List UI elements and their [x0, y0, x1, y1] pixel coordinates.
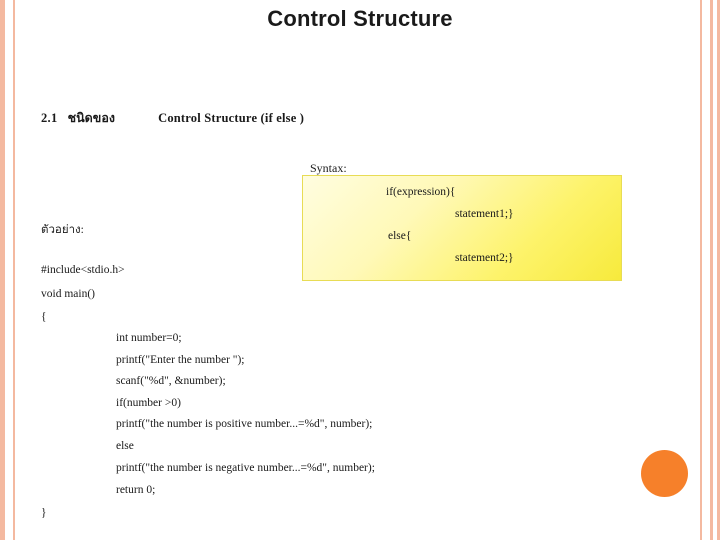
orange-circle-decoration: [641, 450, 688, 497]
code-line: printf("the number is positive number...…: [116, 418, 373, 430]
code-line: void main(): [41, 288, 95, 300]
syntax-box: if(expression){ statement1;} else{ state…: [302, 175, 622, 281]
section-heading-thai: ชนิดของ: [67, 111, 115, 125]
code-line: }: [41, 507, 47, 519]
page-border-left-inner: [13, 0, 15, 540]
section-heading-english: Control Structure (if else ): [158, 111, 305, 125]
page-border-right-inner: [700, 0, 702, 540]
syntax-label: Syntax:: [310, 161, 347, 175]
page-border-right-outer: [717, 0, 720, 540]
code-line: printf("the number is negative number...…: [116, 462, 375, 474]
syntax-line-statement2: statement2;}: [455, 252, 514, 264]
syntax-line-statement1: statement1;}: [455, 208, 514, 220]
code-line: if(number >0): [116, 397, 181, 409]
page-border-left-outer: [0, 0, 5, 540]
code-line: return 0;: [116, 484, 156, 496]
section-heading: 2.1 ชนิดของ Control Structure (if else ): [41, 108, 304, 128]
syntax-line-else: else{: [388, 230, 412, 242]
example-label: ตัวอย่าง:: [41, 224, 84, 236]
syntax-line-if: if(expression){: [386, 186, 456, 198]
code-line: int number=0;: [116, 332, 182, 344]
code-line: else: [116, 440, 134, 452]
code-line: {: [41, 311, 47, 323]
page-title: Control Structure: [267, 6, 453, 31]
code-line: scanf("%d", &number);: [116, 375, 226, 387]
code-line: printf("Enter the number ");: [116, 354, 245, 366]
page-border-right-mid: [710, 0, 713, 540]
code-line: #include<stdio.h>: [41, 264, 125, 276]
section-heading-number: 2.1: [41, 111, 58, 125]
